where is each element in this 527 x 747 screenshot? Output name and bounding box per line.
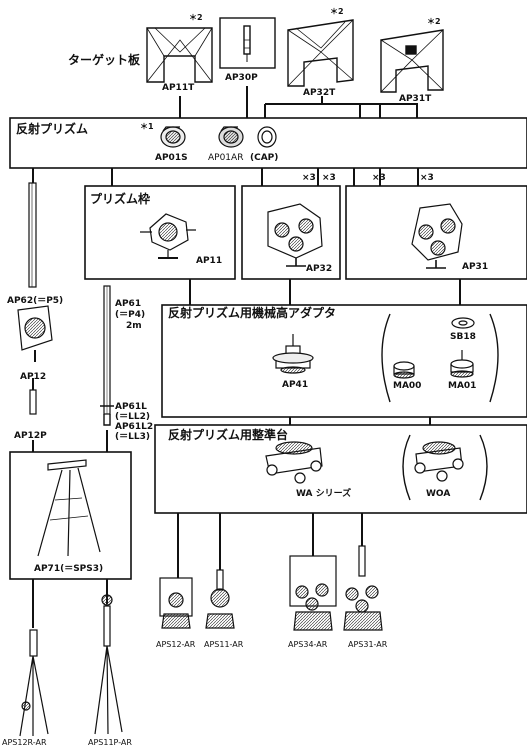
label-ap61-length: 2m xyxy=(126,322,142,331)
label-ap61l-alias: (＝LL2) xyxy=(115,413,150,422)
prism-band-connectors xyxy=(33,168,418,186)
multiplier-2: ×3 xyxy=(322,174,336,183)
set-aps12r-drawing xyxy=(20,630,48,736)
frame-section-title: プリズム枠 xyxy=(90,193,150,205)
label-cap: (CAP) xyxy=(250,154,278,163)
label-aps31-ar: APS31-AR xyxy=(348,641,387,649)
multiplier-1: ×3 xyxy=(302,174,316,183)
multiplier-3: ×3 xyxy=(372,174,386,183)
set-aps12-drawing xyxy=(160,578,192,628)
adapter-connectors xyxy=(290,417,430,425)
label-ma00: MA00 xyxy=(393,382,421,391)
set-aps31-drawing xyxy=(344,546,382,630)
label-woa: WOA xyxy=(426,490,450,499)
target-plate-ap32t xyxy=(288,20,353,86)
multiplier-4: ×3 xyxy=(420,174,434,183)
prism-note-mark: ＊1 xyxy=(140,123,154,131)
label-ap62: AP62(＝P5) xyxy=(7,297,63,306)
label-ap30p: AP30P xyxy=(225,74,258,83)
target-plate-ap11t xyxy=(147,28,212,82)
set-aps34-drawing xyxy=(290,556,336,630)
label-ap61l2: AP61L2 xyxy=(115,423,153,432)
label-aps34-ar: APS34-AR xyxy=(288,641,327,649)
label-ap11: AP11 xyxy=(196,257,222,266)
target-plate-ap31t xyxy=(381,30,443,92)
label-ap12: AP12 xyxy=(20,373,46,382)
label-ma01: MA01 xyxy=(448,382,476,391)
set-aps11p-drawing xyxy=(95,595,122,734)
set-aps11-drawing xyxy=(206,570,234,628)
prism-ap12-drawing xyxy=(18,306,52,362)
target-note-mark-ap32t: ＊2 xyxy=(330,8,344,16)
label-ap71: AP71(＝SPS3) xyxy=(34,565,103,574)
prism-section-title: 反射プリズム xyxy=(16,123,88,135)
label-ap12p: AP12P xyxy=(14,432,47,441)
target-note-mark-ap31t: ＊2 xyxy=(427,18,441,26)
prism-cap xyxy=(258,127,276,147)
label-sb18: SB18 xyxy=(450,333,476,342)
label-aps12-ar: APS12-AR xyxy=(156,641,195,649)
target-section-title: ターゲット板 xyxy=(68,54,140,66)
pole-ap62 xyxy=(29,183,36,287)
frame-connectors xyxy=(190,279,460,305)
pole-ap61 xyxy=(100,286,114,425)
target-plate-ap30p xyxy=(220,18,275,68)
label-aps11-ar: APS11-AR xyxy=(204,641,243,649)
label-ap01ar: AP01AR xyxy=(208,154,243,163)
tribrach-section-title: 反射プリズム用整準台 xyxy=(168,429,288,441)
label-ap41: AP41 xyxy=(282,381,308,390)
adapter-section-title: 反射プリズム用機械高アダプタ xyxy=(168,307,336,319)
label-ap32t: AP32T xyxy=(303,89,335,98)
label-ap61: AP61 xyxy=(115,300,141,309)
label-ap31t: AP31T xyxy=(399,95,431,104)
prism-ap01s xyxy=(161,127,185,147)
label-ap31: AP31 xyxy=(462,263,488,272)
label-ap01s: AP01S xyxy=(155,154,188,163)
label-wa-series: WA シリーズ xyxy=(296,490,351,499)
label-ap61l: AP61L xyxy=(115,403,147,412)
label-ap61l2-alias: (＝LL3) xyxy=(115,433,150,442)
label-ap61-alias: (＝P4) xyxy=(115,311,145,320)
target-note-mark-ap11t: ＊2 xyxy=(189,14,203,22)
label-ap32: AP32 xyxy=(306,265,332,274)
prism-ap01ar xyxy=(219,127,243,147)
adapter-sb18-drawing xyxy=(452,318,474,328)
label-ap11t: AP11T xyxy=(162,84,194,93)
